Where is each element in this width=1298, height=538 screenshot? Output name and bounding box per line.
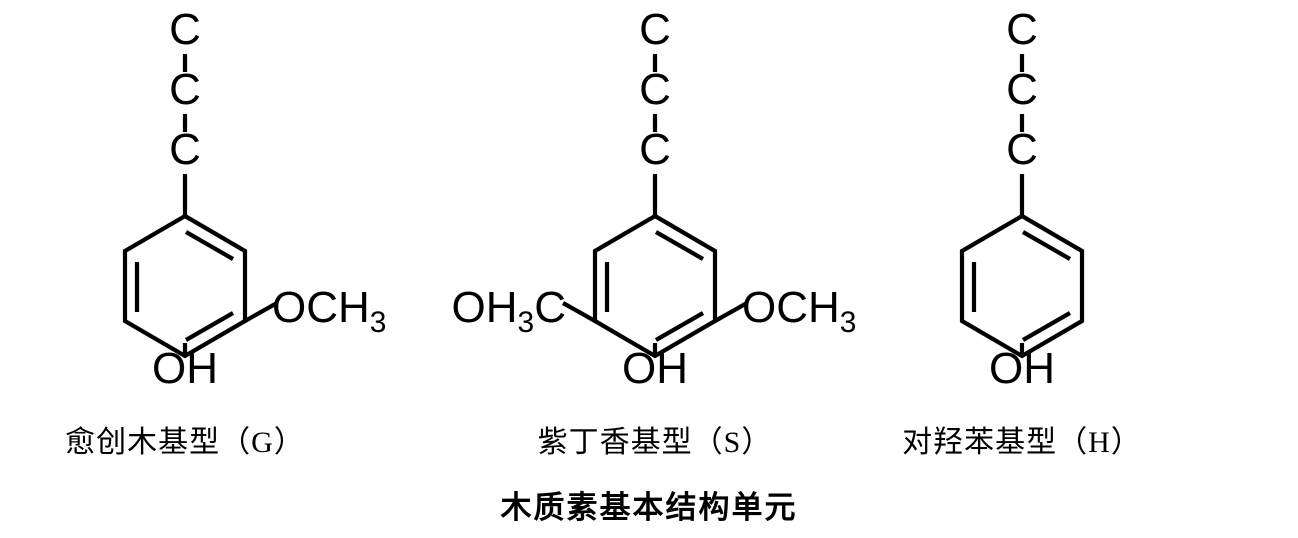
g-bond-to-methoxy	[243, 301, 279, 323]
caption-guaiacyl: 愈创木基型（G）	[65, 426, 305, 459]
guaiacyl-unit: C C C OCH3	[122, 5, 386, 393]
h-sidechain-carbon-gamma: C	[1006, 5, 1038, 54]
s-sidechain-carbon-beta: C	[639, 65, 671, 114]
s-benzene-ring	[592, 213, 718, 359]
g-sidechain-carbon-alpha: C	[169, 125, 201, 174]
caption-syringyl: 紫丁香基型（S）	[537, 426, 773, 459]
syringyl-unit: C C C OH3C OCH3	[452, 5, 857, 393]
figure-title: 木质素基本结构单元	[500, 490, 798, 525]
g-hydroxyl-label: OH	[152, 344, 218, 393]
p-hydroxyphenyl-unit: C C C OH	[959, 5, 1085, 393]
h-sidechain-carbon-alpha: C	[1006, 125, 1038, 174]
h-double-bond-bottom-right	[1021, 311, 1072, 342]
g-sidechain-carbon-beta: C	[169, 65, 201, 114]
h-double-bond-top-right	[1021, 230, 1072, 261]
g-double-bond-top-right	[184, 230, 235, 261]
s-sidechain-carbon-gamma: C	[639, 5, 671, 54]
s-methoxy-left-label: OH3C	[452, 283, 566, 339]
s-bond-to-methoxy-left	[561, 301, 597, 323]
s-sidechain-carbon-alpha: C	[639, 125, 671, 174]
h-sidechain-carbon-beta: C	[1006, 65, 1038, 114]
h-benzene-ring	[959, 213, 1085, 359]
g-double-bond-bottom-right	[184, 311, 235, 342]
h-hydroxyl-label: OH	[989, 344, 1055, 393]
caption-p-hydroxyphenyl: 对羟苯基型（H）	[902, 426, 1142, 459]
g-benzene-ring	[122, 213, 248, 359]
s-hydroxyl-label: OH	[622, 344, 688, 393]
s-methoxy-right-label: OCH3	[742, 283, 856, 339]
s-double-bond-top-right	[654, 230, 705, 261]
s-double-bond-bottom-right	[654, 311, 705, 342]
s-bond-to-methoxy-right	[713, 301, 749, 323]
g-methoxy-label: OCH3	[272, 283, 386, 339]
g-sidechain-carbon-gamma: C	[169, 5, 201, 54]
